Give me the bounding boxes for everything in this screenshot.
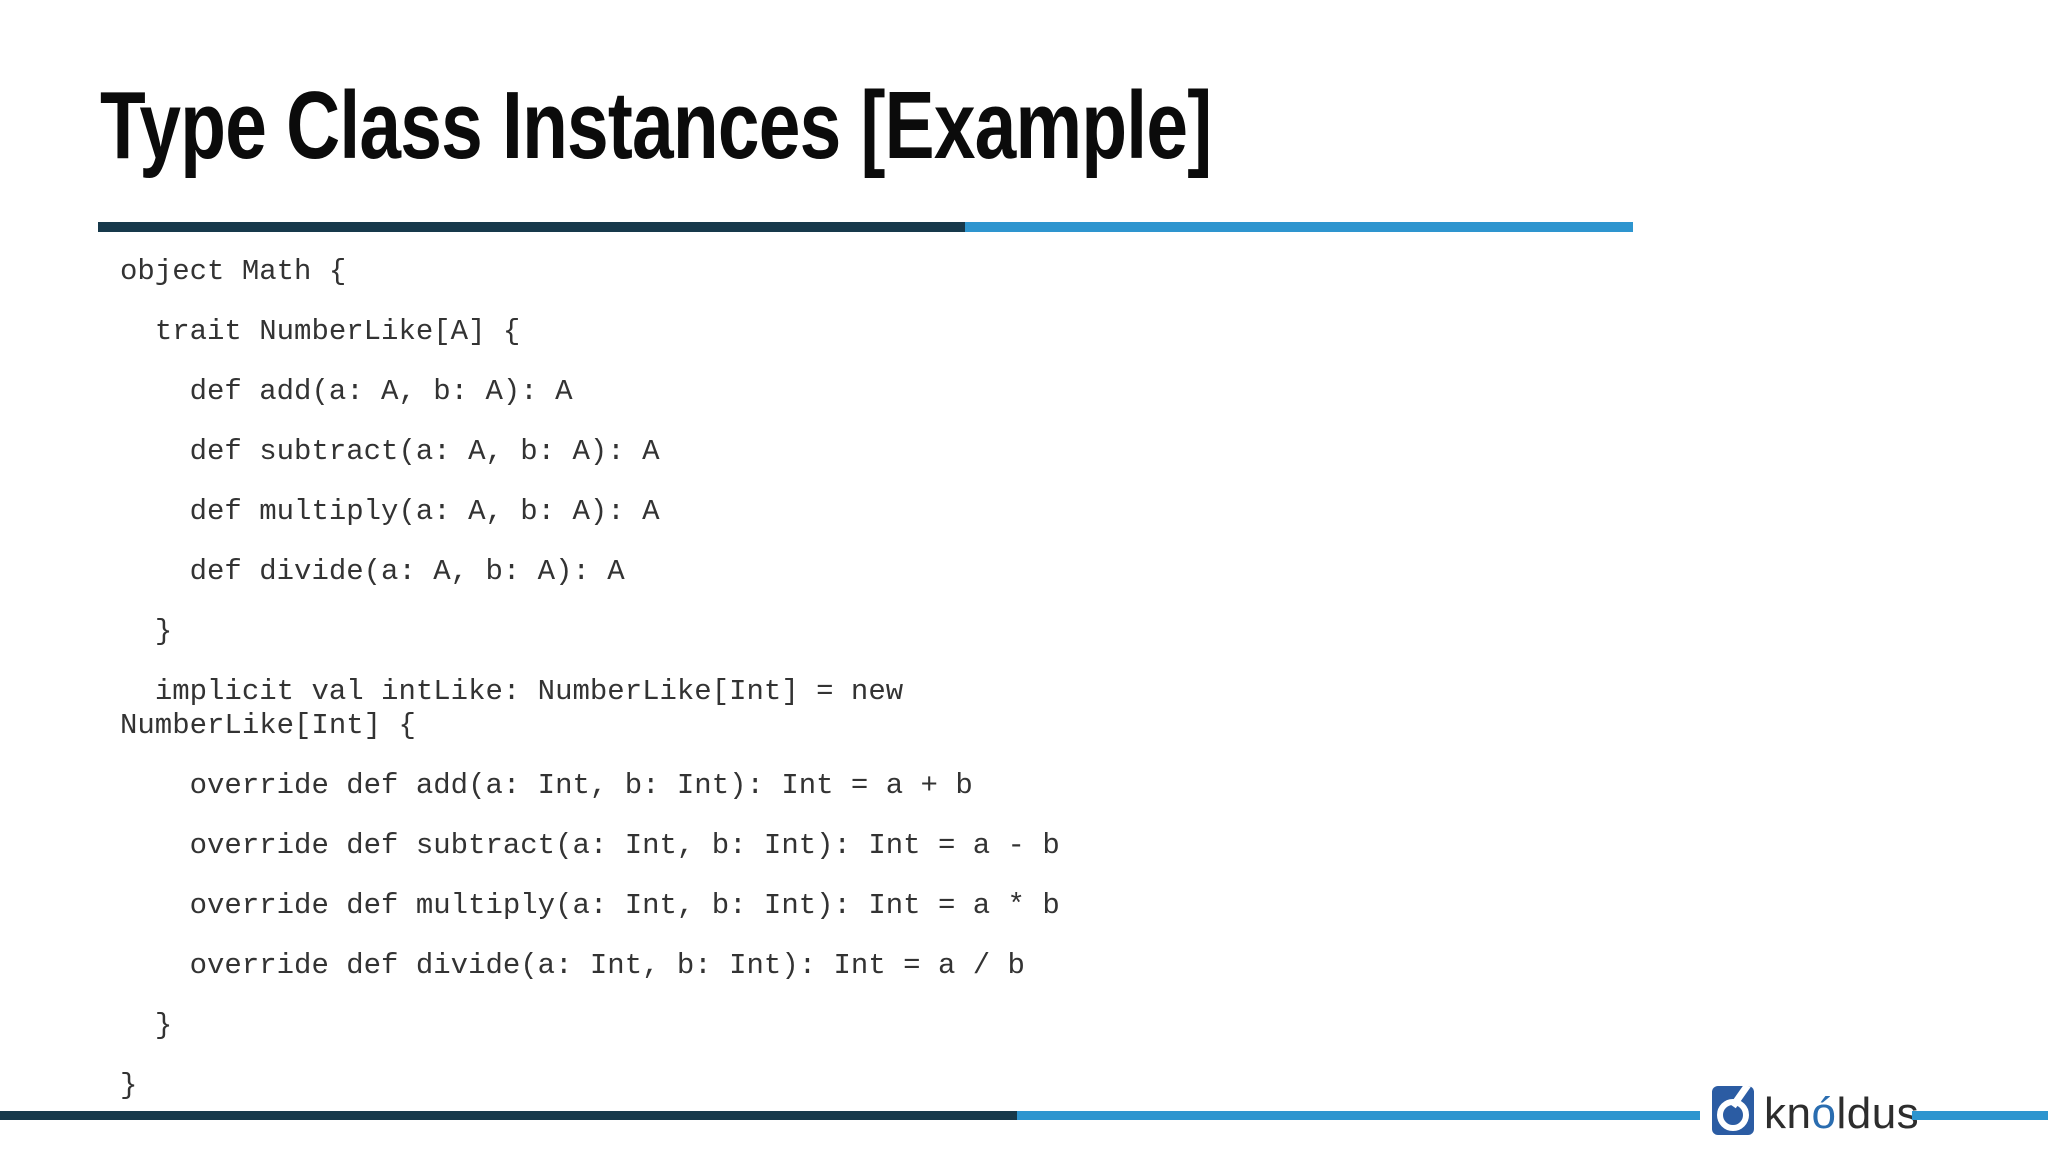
knoldus-logo-text: knóldus — [1764, 1089, 1919, 1139]
code-line: def add(a: A, b: A): A — [120, 375, 573, 408]
title-divider — [98, 222, 1633, 232]
code-line: } — [120, 1069, 138, 1102]
code-line: } — [120, 615, 173, 648]
code-line: override def divide(a: Int, b: Int): Int… — [120, 949, 1025, 982]
footer-divider-right-segment — [1912, 1111, 2048, 1120]
code-line: override def multiply(a: Int, b: Int): I… — [120, 889, 1060, 922]
title-divider-dark-segment — [98, 222, 965, 232]
title-divider-blue-segment — [965, 222, 1633, 232]
code-line: trait NumberLike[A] { — [120, 315, 521, 348]
code-block: object Math { trait NumberLike[A] { def … — [120, 255, 1125, 1129]
code-line: override def add(a: Int, b: Int): Int = … — [120, 769, 973, 802]
footer-divider-dark-segment — [0, 1111, 1017, 1120]
code-line: implicit val intLike: NumberLike[Int] = … — [120, 675, 921, 742]
code-line: object Math { — [120, 255, 347, 288]
footer-divider-blue-segment — [1017, 1111, 1700, 1120]
code-line: def divide(a: A, b: A): A — [120, 555, 625, 588]
code-line: def subtract(a: A, b: A): A — [120, 435, 660, 468]
code-line: override def subtract(a: Int, b: Int): I… — [120, 829, 1060, 862]
code-line: } — [120, 1009, 173, 1042]
code-line: def multiply(a: A, b: A): A — [120, 495, 660, 528]
logo-text-prefix: kn — [1764, 1089, 1812, 1138]
page-title: Type Class Instances [Example] — [100, 72, 1212, 179]
knoldus-logo-icon — [1712, 1086, 1754, 1135]
logo-text-suffix: ldus — [1836, 1089, 1920, 1138]
logo-text-accent: ó — [1811, 1089, 1837, 1138]
